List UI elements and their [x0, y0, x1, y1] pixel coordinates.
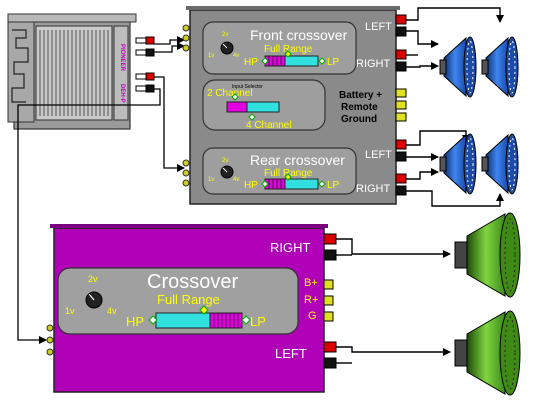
front-right-speaker — [481, 36, 519, 98]
front-lp-slider-fill — [284, 55, 319, 67]
subwoofer-lower — [454, 310, 521, 396]
signal-wires — [17, 36, 185, 344]
speaker-wires-sub — [336, 238, 451, 364]
rear-right-speaker — [481, 133, 519, 195]
power-label: Battery + Remote Ground — [339, 90, 382, 125]
input-selector-switch-2ch[interactable] — [226, 101, 248, 113]
subwoofer-upper — [454, 212, 521, 298]
sub-left-output-label: LEFT — [275, 346, 307, 361]
sub-hp-label: HP — [126, 314, 144, 329]
rear-lp-slider-fill — [284, 178, 319, 190]
input-selector-title: Input Selector — [232, 84, 263, 90]
front-knob-label-1v: 1v — [208, 53, 214, 59]
front-hp-label: HP — [244, 57, 258, 68]
four-channel-amplifier: Front crossover Full Range 2v 1v 4v HP L… — [182, 6, 407, 205]
front-knob-label-2v: 2v — [222, 32, 228, 38]
head-unit-model: DEH-P — [119, 84, 125, 103]
head-unit-rca-outputs — [135, 36, 155, 93]
sub-knob-label-2v: 2v — [88, 274, 98, 284]
rear-left-output-label: LEFT — [365, 149, 392, 161]
sub-terminals — [323, 233, 337, 369]
sub-crossover-panel: Crossover Full Range 2v 1v 4v HP LP — [57, 267, 299, 335]
front-left-speaker — [439, 36, 477, 98]
power-label-remote: Remote — [341, 102, 378, 113]
amp-speaker-terminals — [395, 14, 407, 196]
sub-knob-label-1v: 1v — [65, 306, 75, 316]
sub-right-output-label: RIGHT — [270, 240, 311, 255]
sub-rplus-label: R+ — [304, 294, 318, 306]
power-label-battery: Battery + — [339, 90, 382, 101]
front-left-output-label: LEFT — [365, 21, 392, 33]
sub-bplus-label: B+ — [304, 277, 318, 289]
front-right-output-label: RIGHT — [356, 58, 391, 70]
front-crossover-title: Front crossover — [250, 27, 348, 43]
sub-lp-label: LP — [250, 314, 266, 329]
speaker-wires-front-rear — [406, 7, 504, 207]
input-selector-switch-4ch[interactable] — [246, 101, 280, 113]
sub-mode-label: Full Range — [157, 292, 220, 307]
front-crossover-panel: Front crossover Full Range 2v 1v 4v HP L… — [202, 21, 357, 75]
front-speaker-pair — [439, 36, 519, 98]
front-knob-label-4v: 4v — [233, 53, 239, 59]
rear-knob-label-4v: 4v — [233, 177, 239, 183]
head-unit-brand: PIONEER — [119, 44, 125, 72]
input-selector-4ch: 4 Channel — [246, 120, 292, 131]
sub-crossover-title: Crossover — [147, 271, 238, 293]
rear-hp-label: HP — [244, 180, 258, 191]
sub-ground-label: G — [308, 310, 317, 322]
input-selector-panel: Input Selector 2 Channel 4 Channel — [202, 79, 326, 131]
sub-input-jacks — [46, 324, 54, 356]
front-lp-label: LP — [327, 57, 340, 68]
sub-hp-slider-fill — [155, 312, 211, 329]
rear-knob-label-1v: 1v — [208, 177, 214, 183]
subwoofer-amplifier: Crossover Full Range 2v 1v 4v HP LP RIGH… — [46, 224, 337, 393]
power-label-ground: Ground — [341, 114, 377, 125]
rear-mode-label: Full Range — [264, 168, 313, 179]
rear-knob-label-2v: 2v — [222, 158, 228, 164]
rear-left-speaker — [439, 133, 477, 195]
rear-lp-label: LP — [327, 180, 340, 191]
input-selector-2ch: 2 Channel — [207, 88, 253, 99]
rear-crossover-panel: Rear crossover Full Range 2v 1v 4v HP LP — [202, 147, 357, 195]
rear-crossover-title: Rear crossover — [250, 152, 345, 168]
rear-right-output-label: RIGHT — [356, 183, 391, 195]
amp-input-jacks — [182, 24, 190, 187]
sub-knob-label-4v: 4v — [107, 306, 117, 316]
rear-speaker-pair — [439, 133, 519, 195]
head-unit: PIONEER DEH-P — [7, 13, 155, 130]
front-mode-label: Full Range — [264, 44, 313, 55]
